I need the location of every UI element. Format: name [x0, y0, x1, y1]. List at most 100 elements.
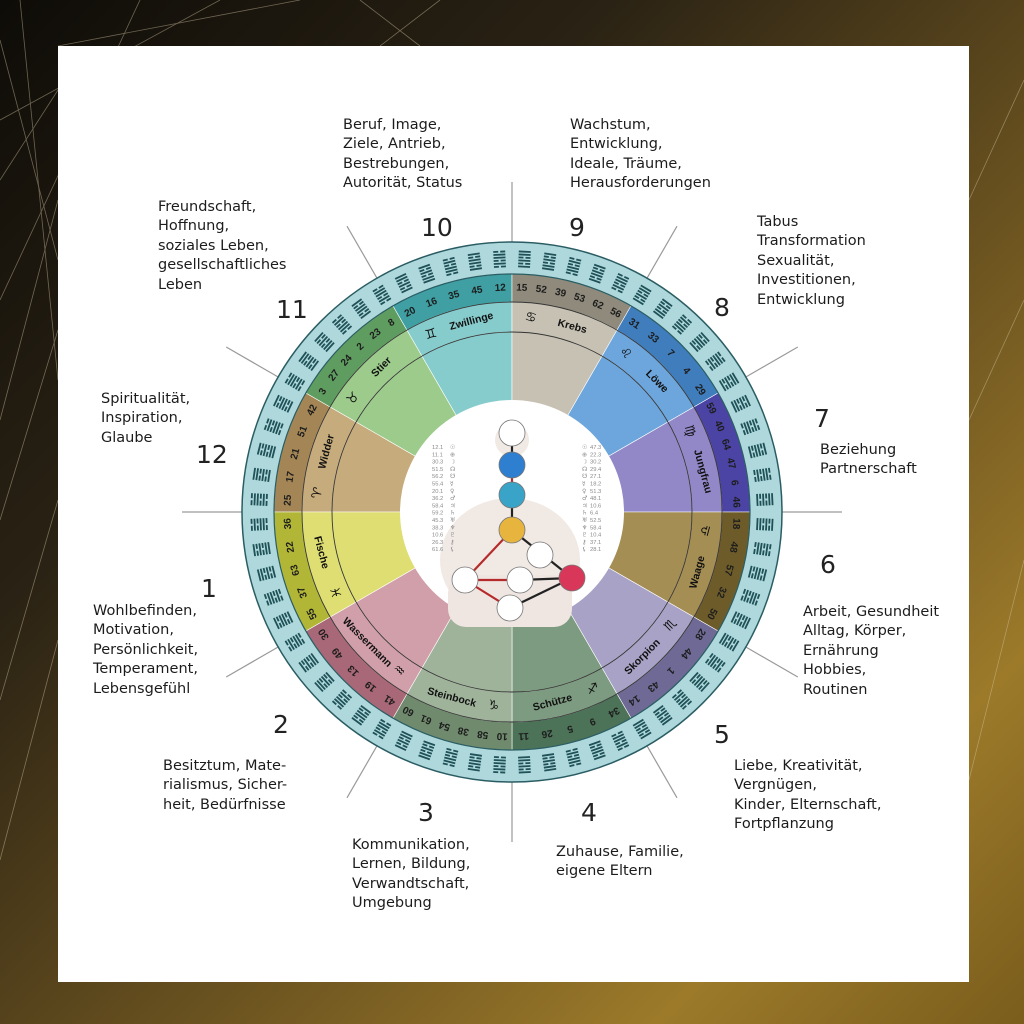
- gate-number: 40: [712, 419, 727, 434]
- hexagram-icon: [565, 256, 582, 277]
- hexagram-icon: [756, 518, 774, 531]
- gate-number: 15: [516, 282, 528, 293]
- house-divider-lines: [182, 182, 842, 842]
- house-4-number: 4: [581, 798, 597, 827]
- house-2-description: Besitztum, Mate- rialismus, Sicher- heit…: [163, 758, 288, 813]
- hexagram-icon: [442, 256, 459, 277]
- planet-glyph-icon: ☉: [450, 444, 455, 451]
- house-11-number: 11: [276, 295, 308, 324]
- hexagram-icon: [298, 652, 320, 673]
- hexagram-icon: [704, 351, 726, 372]
- gate-number: 20: [403, 305, 418, 320]
- hexagram-icon: [250, 493, 268, 506]
- ring-border: [331, 331, 693, 693]
- planet-column-right: ☉47.3⊕22.3☽30.2☊29.4☋27.1☿18.2♀51.3♂48.1…: [582, 444, 602, 553]
- sign-glyph-icon: ♎: [697, 523, 715, 538]
- gate-number: 55: [305, 606, 320, 621]
- house-9-number: 9: [569, 213, 585, 242]
- planet-glyph-icon: ♄: [450, 510, 455, 517]
- gate-number: 54: [437, 719, 451, 733]
- hexagram-icon: [418, 263, 436, 284]
- hexagram-icon: [565, 747, 582, 768]
- planet-glyph-icon: ☋: [582, 473, 587, 480]
- planet-gate-value: 29.4: [590, 467, 602, 473]
- hexagram-icon: [541, 252, 557, 271]
- planet-gate-value: 51.3: [590, 489, 601, 495]
- hexagram-icon: [394, 273, 413, 294]
- gate-number: 2: [355, 341, 367, 353]
- house-6-description: Arbeit, Gesundheit Alltag, Körper, Ernäh…: [803, 604, 940, 698]
- planet-gate-value: 20.1: [432, 489, 443, 495]
- hexagram-icon: [753, 541, 772, 557]
- gate-number: 62: [590, 298, 605, 313]
- energy-center: [451, 566, 479, 594]
- hexagram-icon: [611, 730, 630, 751]
- gate-number: 59: [703, 401, 718, 416]
- hexagram-icon: [351, 298, 372, 320]
- energy-center: [498, 451, 526, 479]
- hexagram-icon: [298, 351, 320, 372]
- hexagram-icon: [541, 753, 557, 772]
- planet-glyph-icon: ♂: [450, 495, 455, 502]
- planet-glyph-icon: ♃: [450, 502, 455, 509]
- planet-glyph-icon: ⚷: [582, 539, 586, 546]
- energy-center: [498, 419, 526, 447]
- planet-glyph-icon: ⚸: [582, 546, 586, 553]
- house-divider: [346, 225, 378, 279]
- planet-gate-value: 45.3: [432, 518, 443, 524]
- hexagram-icon: [518, 250, 531, 268]
- gate-number: 4: [680, 365, 692, 377]
- hexagram-icon: [652, 704, 673, 726]
- gate-number: 6: [728, 479, 740, 486]
- planet-glyph-icon: ♄: [582, 510, 587, 517]
- planet-glyph-icon: ☊: [582, 466, 587, 473]
- house-2-number: 2: [273, 710, 289, 739]
- gate-number: 61: [419, 712, 434, 727]
- hexagram-icon: [351, 704, 372, 726]
- planet-glyph-icon: ☿: [582, 481, 586, 488]
- house-1-description: Wohlbefinden, Motivation, Persönlichkeit…: [93, 603, 199, 697]
- gate-number: 5: [565, 722, 574, 734]
- hexagram-icon: [740, 588, 761, 606]
- gate-number: 36: [283, 517, 295, 529]
- hexagram-icon: [652, 298, 673, 320]
- gate-number: 17: [284, 470, 297, 483]
- planet-glyph-icon: ⊕: [582, 451, 587, 458]
- gate-number: 39: [554, 287, 568, 300]
- planet-gate-value: 47.3: [590, 445, 601, 451]
- energy-center: [506, 566, 534, 594]
- house-11-description: Freundschaft, Hoffnung, soziales Leben, …: [158, 199, 287, 293]
- planet-gate-value: 30.2: [590, 460, 601, 466]
- house-7-number: 7: [814, 404, 830, 433]
- ring-border: [273, 273, 751, 751]
- planet-gate-value: 22.3: [590, 452, 601, 458]
- gate-number: 34: [606, 704, 621, 719]
- energy-center: [526, 541, 554, 569]
- sign-glyph-icon: ♐: [585, 681, 600, 699]
- planet-gate-value: 51.5: [432, 467, 443, 473]
- planet-glyph-icon: ♃: [582, 502, 587, 509]
- hexagram-icon: [394, 730, 413, 751]
- planet-glyph-icon: ♇: [582, 532, 587, 539]
- hexagram-icon: [467, 753, 483, 772]
- house-divider: [745, 646, 799, 678]
- planet-gate-value: 37.1: [590, 540, 601, 546]
- planet-glyph-icon: ♆: [450, 524, 455, 531]
- gate-number: 11: [518, 730, 530, 742]
- gate-number: 21: [289, 447, 303, 461]
- hexagram-icon: [256, 565, 277, 582]
- hexagram-icon: [632, 718, 652, 740]
- planet-gate-value: 59.2: [432, 511, 443, 517]
- planet-glyph-icon: ♀: [450, 488, 454, 495]
- hexagram-icon: [747, 442, 768, 459]
- house-3-description: Kommunikation, Lernen, Bildung, Verwandt…: [352, 837, 471, 912]
- hexagram-icon: [252, 467, 271, 483]
- hexagram-icon: [747, 565, 768, 582]
- gate-number: 51: [296, 424, 310, 439]
- house-10-description: Beruf, Image, Ziele, Antrieb, Bestrebung…: [343, 117, 463, 192]
- planet-gate-value: 26.3: [432, 540, 443, 546]
- gate-number: 58: [476, 728, 489, 740]
